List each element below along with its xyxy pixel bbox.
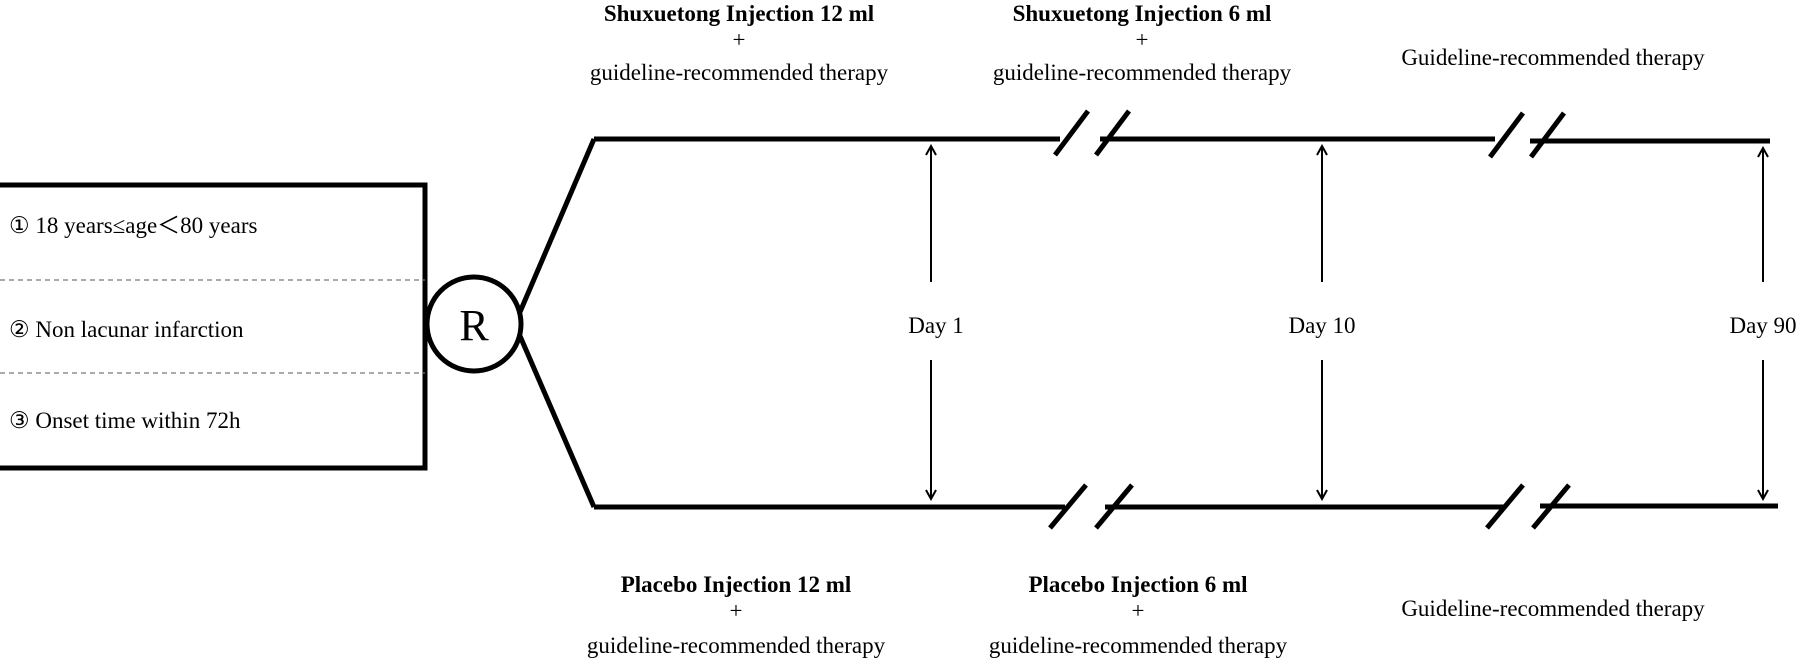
inclusion-criteria-box: ① 18 years≤age＜80 years ② Non lacunar in… (0, 182, 428, 471)
randomization-letter: R (459, 301, 489, 350)
lower-phase2-drug: Placebo Injection 6 ml (1028, 572, 1247, 597)
upper-break-mark-2a (1488, 111, 1525, 159)
day90-label: Day 90 (1729, 313, 1796, 338)
day10-label: Day 10 (1288, 313, 1355, 338)
branch-line-upper (517, 138, 597, 313)
upper-phase1-drug: Shuxuetong Injection 12 ml (604, 1, 874, 26)
randomization-node: R (424, 274, 524, 374)
upper-phase3-therapy: Guideline-recommended therapy (1401, 45, 1705, 70)
upper-phase2-therapy: guideline-recommended therapy (993, 60, 1292, 85)
lower-phase2-therapy: guideline-recommended therapy (989, 633, 1288, 658)
lower-arm-timeline (594, 483, 1778, 530)
lower-break-mark-2a (1485, 483, 1525, 530)
lower-break-mark-2b (1531, 483, 1571, 530)
upper-break-mark-1b (1094, 109, 1131, 157)
upper-phase2-drug: Shuxuetong Injection 6 ml (1013, 1, 1272, 26)
branch-line-lower (517, 335, 597, 508)
lower-phase1-drug: Placebo Injection 12 ml (621, 572, 852, 597)
upper-break-mark-1a (1053, 109, 1090, 157)
upper-arm-labels: Shuxuetong Injection 12 ml + guideline-r… (590, 1, 1705, 85)
upper-arm-timeline (594, 109, 1770, 159)
upper-phase2-plus: + (1136, 27, 1149, 52)
lower-arm-labels: Placebo Injection 12 ml + guideline-reco… (587, 572, 1705, 658)
lower-phase2-plus: + (1132, 598, 1145, 623)
lower-phase1-therapy: guideline-recommended therapy (587, 633, 886, 658)
lower-break-mark-1b (1094, 483, 1134, 530)
criterion-onset: ③ Onset time within 72h (9, 408, 241, 433)
criterion-age: ① 18 years≤age＜80 years (9, 213, 258, 238)
criterion-infarction: ② Non lacunar infarction (9, 317, 244, 342)
lower-break-mark-1a (1048, 483, 1088, 530)
upper-phase1-plus: + (733, 27, 746, 52)
timepoint-day90: Day 90 (1729, 148, 1797, 499)
day1-label: Day 1 (908, 313, 964, 338)
timepoint-day1: Day 1 (908, 146, 964, 499)
lower-phase3-therapy: Guideline-recommended therapy (1401, 596, 1705, 621)
lower-phase1-plus: + (730, 598, 743, 623)
timepoint-day10: Day 10 (1288, 146, 1356, 499)
upper-break-mark-2b (1529, 111, 1566, 159)
upper-phase1-therapy: guideline-recommended therapy (590, 60, 889, 85)
randomization-circle (424, 274, 524, 374)
